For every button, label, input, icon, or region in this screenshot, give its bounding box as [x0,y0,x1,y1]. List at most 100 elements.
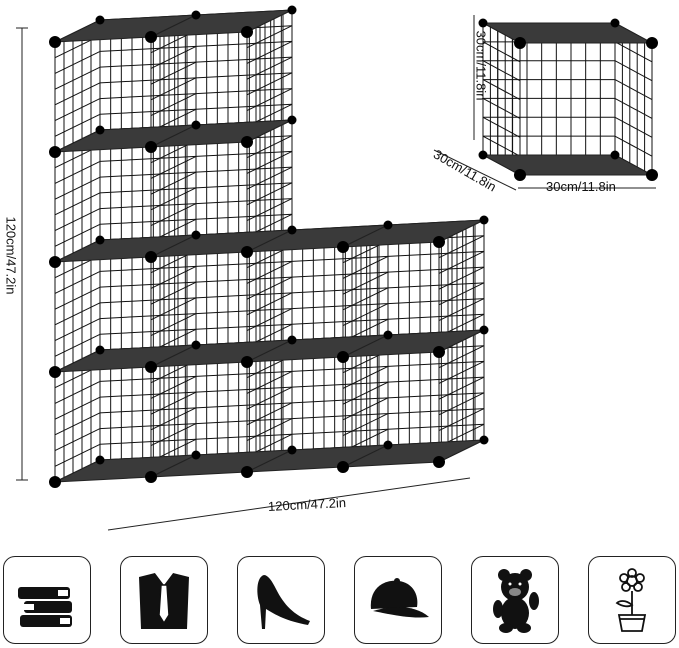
wire [54,270,101,294]
wire [342,397,389,421]
wire [54,192,101,216]
wire [195,418,293,425]
wire [387,423,485,430]
wire [482,79,521,101]
wire [195,182,293,189]
wire [246,292,293,316]
cube-height-label: 30cm/11.8in [473,30,489,101]
wire [342,413,389,437]
connector [145,471,157,483]
wire [54,208,101,232]
connector [287,225,297,235]
wire [150,203,197,227]
wire [54,396,101,420]
connector [191,120,201,130]
wire [291,413,389,420]
wire [54,443,101,467]
wire [342,303,389,327]
wire [54,333,101,357]
wire [246,56,293,80]
wire [438,266,485,290]
wire [195,433,293,440]
wire [246,308,293,332]
connector [241,246,253,258]
connector [479,215,489,225]
wire [54,82,101,106]
wire [99,407,197,414]
connector [191,340,201,350]
wire [482,135,521,157]
wire [99,313,197,320]
wire [342,381,389,405]
high-heel-icon [237,556,325,644]
wire [482,60,521,82]
wire [246,135,293,159]
wire [438,345,485,369]
wire [387,250,485,257]
connector [241,136,253,148]
wire [387,392,485,399]
wire [387,266,485,273]
connector [191,10,201,20]
wire [387,282,485,289]
wire [291,428,389,435]
connector [514,37,526,49]
wire [150,93,197,117]
wire [99,203,197,210]
wire [195,292,293,299]
wire [99,77,197,84]
wire [614,135,653,157]
wire [54,98,101,122]
wire [99,391,197,398]
dimension-lines [16,15,656,531]
wire [99,61,197,68]
connector [646,169,658,181]
wire [195,276,293,283]
wire [54,302,101,326]
wire [150,375,197,399]
wire [246,418,293,442]
wire [614,79,653,101]
wire [246,276,293,300]
connector [49,146,61,158]
wire [195,386,293,393]
wire [246,386,293,410]
connector [433,456,445,468]
connector [145,361,157,373]
connector [49,366,61,378]
wire [438,360,485,384]
connector [610,18,620,28]
books-icon [3,556,91,644]
wire [54,176,101,200]
cube-width-label: 30cm/11.8in [546,179,616,194]
wire [99,108,197,115]
connector [95,345,105,355]
connector [191,450,201,460]
wire [291,271,389,278]
wire [195,166,293,173]
wire [246,402,293,426]
wire [291,381,389,388]
wire [246,40,293,64]
connector [383,330,393,340]
wire [150,187,197,211]
wire [195,370,293,377]
connector [287,335,297,345]
wire [195,308,293,315]
wire [195,150,293,157]
wire [150,423,197,447]
connector [241,466,253,478]
wire [54,66,101,90]
wire [482,116,521,138]
wire [438,408,485,432]
wire [195,402,293,409]
wire [387,376,485,383]
wire [438,392,485,416]
connector [95,15,105,25]
wire [387,313,485,320]
connector [49,256,61,268]
overall-height-label: 120cm/47.2in [3,216,19,295]
wire [150,45,197,69]
wire [195,198,293,205]
shelf-panel [482,154,653,176]
